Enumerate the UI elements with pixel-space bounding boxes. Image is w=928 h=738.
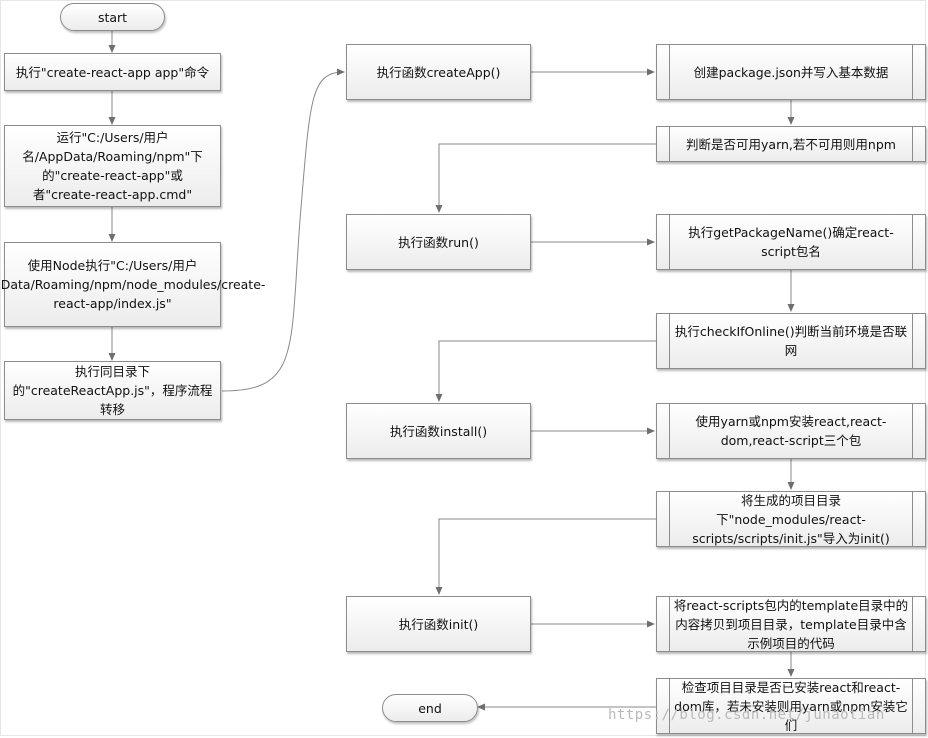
step-check-yarn: 判断是否可用yarn,若不可用则用npm [656,126,926,162]
start-terminal: start [60,3,165,31]
step-create-package-json: 创建package.json并写入基本数据 [656,44,926,100]
arrow-transfer-to-createapp [221,68,345,392]
step-install-packages: 使用yarn或npm安装react,react-dom,react-script… [656,403,926,459]
step-call-run: 执行函数run() [346,214,531,270]
step-run-npm-script: 运行"C:/Users/用户名/AppData/Roaming/npm"下的"c… [4,125,221,207]
step-node-exec-index: 使用Node执行"C:/Users/用户名/AppData/Roaming/np… [0,242,265,327]
step-copy-template: 将react-scripts包内的template目录中的内容拷贝到项目目录，t… [656,596,926,652]
step-import-init: 将生成的项目目录下"node_modules/react-scripts/scr… [656,491,926,547]
watermark: https://blog.csdn.net/junaotian [608,707,885,723]
step-exec-createreactapp: 执行同目录下的"createReactApp.js"，程序流程转移 [4,361,221,420]
arrow-importinit-to-init [435,518,656,595]
end-terminal: end [382,694,478,722]
arrow-online-to-install [435,340,656,402]
step-call-createapp: 执行函数createApp() [346,44,531,100]
step-call-init: 执行函数init() [346,596,531,652]
step-check-react-installed: 检查项目目录是否已安装react和react-dom库，若未安装则用yarn或n… [656,678,926,734]
step-call-install: 执行函数install() [346,403,531,459]
step-run-cra-command: 执行"create-react-app app"命令 [4,53,221,91]
step-check-online: 执行checkIfOnline()判断当前环境是否联网 [656,313,926,369]
arrow-yarncheck-to-run [435,143,656,213]
step-get-package-name: 执行getPackageName()确定react-script包名 [656,214,926,270]
